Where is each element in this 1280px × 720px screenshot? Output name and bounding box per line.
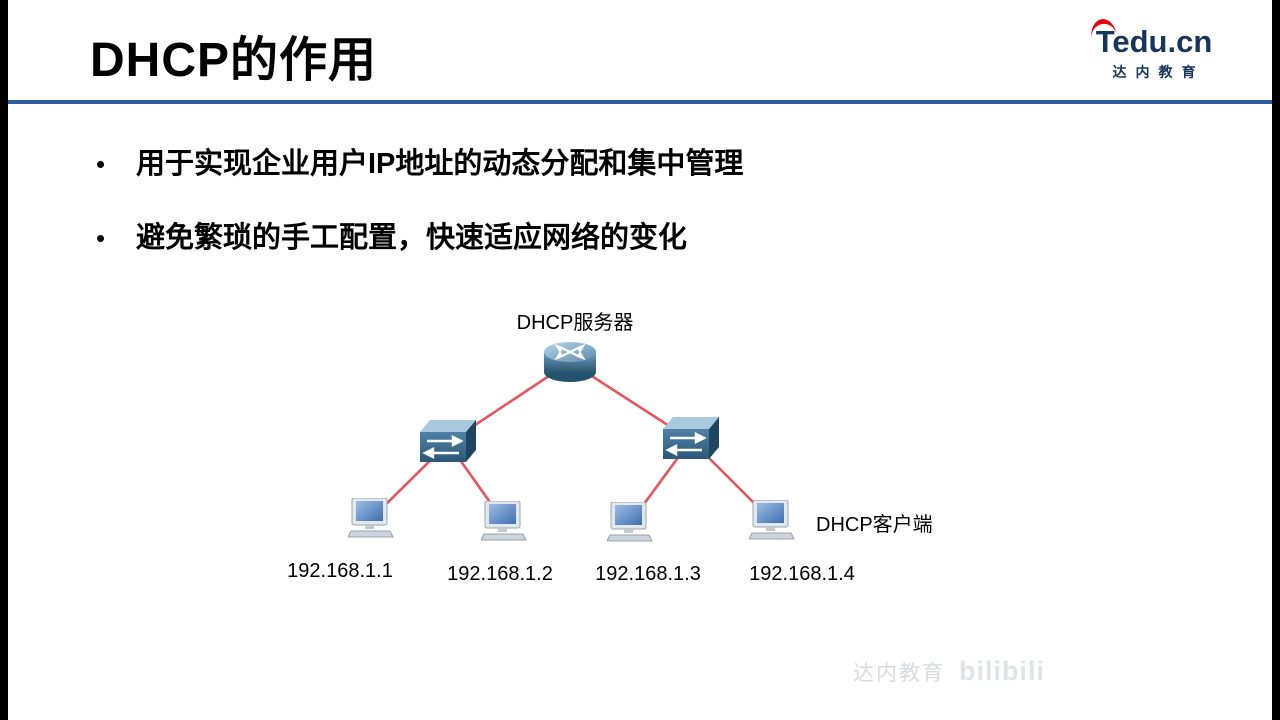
presentation-slide: DHCP的作用 Tedu.cn 达内教育 • 用于实现企业用户IP地址的动态分配… [8, 0, 1272, 720]
switch-icon-left [420, 420, 476, 466]
slide-title: DHCP的作用 [90, 34, 378, 87]
bullet-marker: • [96, 149, 106, 179]
pc-icon-4 [748, 499, 795, 542]
logo-brand-text: Tedu.cn [1095, 24, 1213, 59]
pc-icon-1 [347, 497, 394, 540]
ip-label-1: 192.168.1.1 [287, 560, 393, 582]
bullet-text-2: 避免繁琐的手工配置，快速适应网络的变化 [136, 222, 688, 254]
dhcp-client-label: DHCP客户端 [816, 514, 933, 536]
router-icon [544, 341, 596, 383]
ip-label-2: 192.168.1.2 [447, 563, 553, 585]
bullet-text-1: 用于实现企业用户IP地址的动态分配和集中管理 [136, 148, 744, 180]
switch-icon-right [663, 417, 719, 463]
logo-subtitle: 达内教育 [1112, 64, 1205, 80]
dhcp-server-label: DHCP服务器 [516, 312, 634, 334]
watermark: 达内教育 bilibili [853, 656, 1045, 687]
tedu-logo: Tedu.cn 达内教育 [1074, 17, 1234, 82]
bullet-item-2: • 避免繁琐的手工配置，快速适应网络的变化 [96, 218, 743, 258]
pc-icon-2 [480, 500, 527, 543]
watermark-bilibili: bilibili [959, 656, 1045, 686]
bullet-marker: • [96, 223, 106, 253]
ip-label-4: 192.168.1.4 [749, 563, 855, 585]
header-divider [8, 100, 1272, 104]
bullet-list: • 用于实现企业用户IP地址的动态分配和集中管理 • 避免繁琐的手工配置，快速适… [96, 144, 743, 292]
bullet-item-1: • 用于实现企业用户IP地址的动态分配和集中管理 [96, 144, 743, 184]
logo-red-swoosh-icon [1088, 17, 1117, 40]
network-diagram: DHCP服务器 [260, 300, 980, 600]
watermark-brand: 达内教育 [853, 661, 945, 685]
pc-icon-3 [606, 501, 653, 544]
ip-label-3: 192.168.1.3 [595, 563, 701, 585]
connection-lines [370, 360, 773, 524]
